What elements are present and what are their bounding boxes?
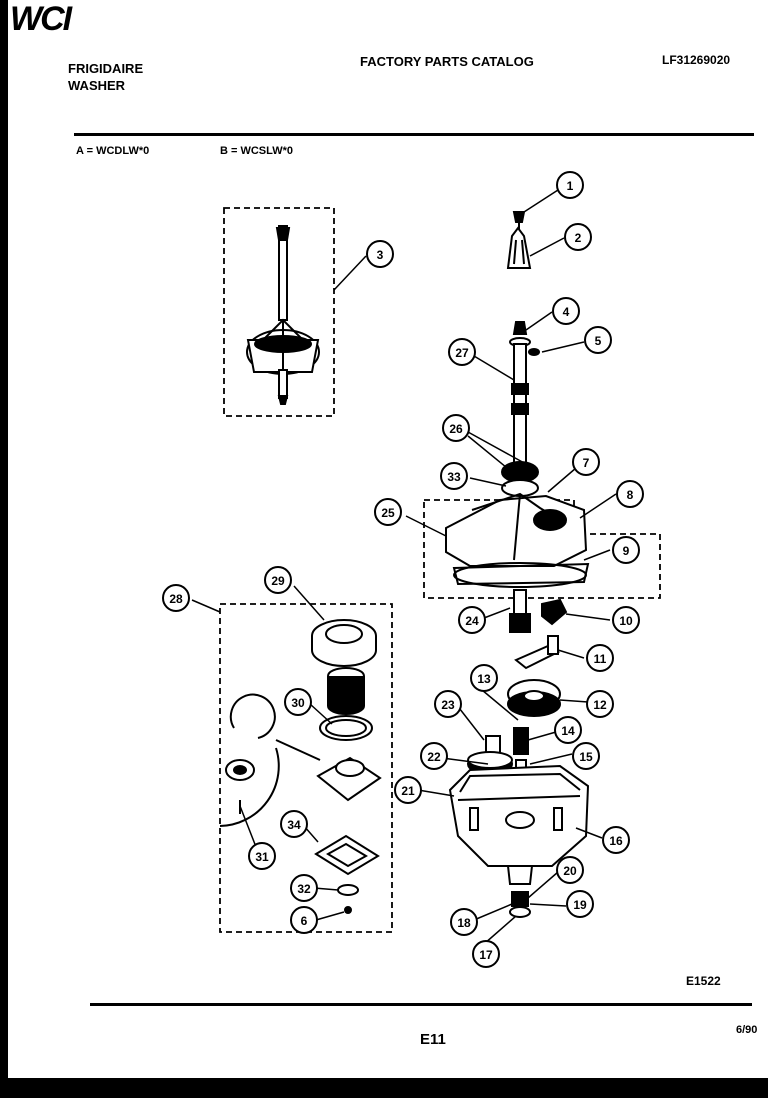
- part-callout-label: 34: [287, 818, 301, 832]
- part-callout-6: 6: [290, 906, 318, 934]
- part-callout-label: 8: [627, 488, 634, 502]
- part-callout-label: 10: [619, 614, 633, 628]
- part-callout-label: 32: [297, 882, 311, 896]
- part-callout-label: 2: [575, 231, 582, 245]
- model-a-label: A = WCDLW*0: [76, 145, 150, 157]
- leader-lines: [191, 189, 617, 945]
- part-callout-label: 5: [595, 334, 602, 348]
- part-callout-24: 24: [458, 606, 486, 634]
- part-callout-label: 23: [441, 698, 455, 712]
- catalog-number: LF31269020: [662, 53, 731, 67]
- part-callout-27: 27: [448, 338, 476, 366]
- part-callout-label: 24: [465, 614, 479, 628]
- part-callout-8: 8: [616, 480, 644, 508]
- part-callout-34: 34: [280, 810, 308, 838]
- part-callout-label: 33: [447, 470, 461, 484]
- part-callout-label: 15: [579, 750, 593, 764]
- part-callout-label: 7: [583, 456, 590, 470]
- catalog-title: FACTORY PARTS CATALOG: [360, 54, 534, 69]
- gear-stack: [467, 679, 561, 781]
- part-callout-label: 27: [455, 346, 469, 360]
- part-callout-label: 17: [479, 948, 493, 962]
- part-callout-5: 5: [584, 326, 612, 354]
- part-callout-14: 14: [554, 716, 582, 744]
- brand-name: FRIGIDAIRE: [68, 61, 144, 76]
- part-callout-label: 30: [291, 696, 305, 710]
- part-callout-label: 1: [567, 179, 574, 193]
- lower-housing: [448, 764, 590, 918]
- part-callout-label: 12: [593, 698, 607, 712]
- part-callout-label: 14: [561, 724, 575, 738]
- part-callout-19: 19: [566, 890, 594, 918]
- part-callout-18: 18: [450, 908, 478, 936]
- part-callout-23: 23: [434, 690, 462, 718]
- part-callout-label: 18: [457, 916, 471, 930]
- part-callout-label: 25: [381, 506, 395, 520]
- part-25-group-box: [423, 499, 661, 599]
- part-callout-12: 12: [586, 690, 614, 718]
- part-callout-15: 15: [572, 742, 600, 770]
- part-callout-11: 11: [586, 644, 614, 672]
- header-rule: [74, 133, 754, 136]
- part-callout-20: 20: [556, 856, 584, 884]
- part-callout-10: 10: [612, 606, 640, 634]
- parts-1-2-cap: [506, 211, 532, 269]
- transmission-shaft: [501, 321, 540, 497]
- part-3-group-box: [223, 207, 335, 417]
- part-callout-22: 22: [420, 742, 448, 770]
- part-callout-label: 11: [594, 652, 607, 666]
- part-callout-label: 6: [301, 914, 308, 928]
- part-callout-29: 29: [264, 566, 292, 594]
- part-callout-label: 21: [401, 784, 415, 798]
- part-callout-label: 22: [427, 750, 441, 764]
- part-callout-label: 31: [255, 850, 269, 864]
- seal-kit-parts: [219, 619, 382, 914]
- part-callout-label: 28: [169, 592, 183, 606]
- catalog-page: FRIGIDAIRE WASHER WCI FACTORY PARTS CATA…: [8, 0, 768, 1078]
- part-callout-label: 13: [477, 672, 491, 686]
- part-callout-25: 25: [374, 498, 402, 526]
- part-callout-17: 17: [472, 940, 500, 968]
- date-code: 6/90: [736, 1024, 758, 1036]
- part-callout-label: 4: [563, 305, 570, 319]
- part-callout-label: 26: [449, 422, 463, 436]
- upper-housing: [445, 492, 590, 588]
- part-callout-label: 9: [623, 544, 630, 558]
- part-callout-7: 7: [572, 448, 600, 476]
- page-number: E11: [420, 1031, 446, 1048]
- brand-block: FRIGIDAIRE WASHER: [68, 60, 143, 94]
- part-callout-9: 9: [612, 536, 640, 564]
- part-3-shaft-assembly: [246, 225, 320, 405]
- wci-logo: WCI: [10, 0, 76, 38]
- part-callout-32: 32: [290, 874, 318, 902]
- part-callout-label: 19: [573, 898, 587, 912]
- part-callout-label: 20: [563, 864, 577, 878]
- parts-24-10-11: [509, 589, 568, 670]
- model-b-label: B = WCSLW*0: [220, 145, 294, 157]
- part-callout-21: 21: [394, 776, 422, 804]
- part-callout-13: 13: [470, 664, 498, 692]
- part-callout-4: 4: [552, 297, 580, 325]
- part-callout-3: 3: [366, 240, 394, 268]
- logo-text: WCI: [10, 0, 74, 36]
- part-callout-33: 33: [440, 462, 468, 490]
- part-callout-28: 28: [162, 584, 190, 612]
- appliance-type: WASHER: [68, 78, 126, 93]
- part-callout-label: 16: [609, 834, 623, 848]
- part-callout-30: 30: [284, 688, 312, 716]
- part-callout-1: 1: [556, 171, 584, 199]
- part-callout-31: 31: [248, 842, 276, 870]
- part-callout-26: 26: [442, 414, 470, 442]
- diagram-code: E1522: [686, 974, 721, 988]
- part-callout-2: 2: [564, 223, 592, 251]
- part-callout-label: 29: [271, 574, 285, 588]
- part-callout-16: 16: [602, 826, 630, 854]
- footer-rule: [90, 1003, 752, 1006]
- part-callout-label: 3: [377, 248, 384, 262]
